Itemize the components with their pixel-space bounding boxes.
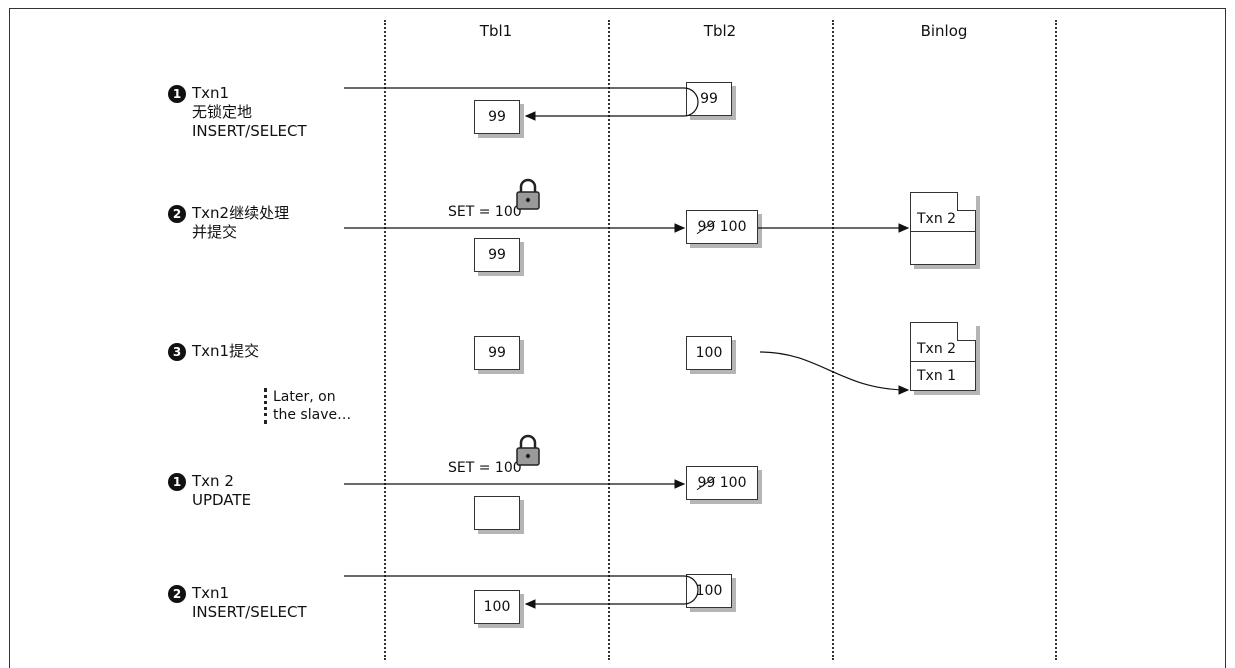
tbl1-value-box-empty	[474, 496, 520, 530]
tbl1-value-box: 99	[474, 238, 520, 272]
binlog-document: Txn 2	[910, 191, 976, 265]
set-label: SET = 100	[448, 204, 522, 220]
tbl2-value-box: 100	[686, 336, 732, 370]
column-header-tbl1: Tbl1	[479, 22, 513, 40]
column-separator	[1055, 20, 1057, 660]
diagram-frame	[9, 8, 1226, 668]
old-value-struck: 99	[697, 467, 715, 499]
step-number-badge: 2	[168, 584, 186, 603]
new-value: 100	[719, 219, 747, 235]
step-number-badge: 1	[168, 472, 186, 491]
page-fold	[957, 321, 976, 341]
column-header-binlog: Binlog	[920, 22, 968, 40]
binlog-entry: Txn 1	[911, 361, 975, 390]
binlog-entry	[911, 231, 975, 264]
tbl2-value-box: 100	[686, 574, 732, 608]
column-separator	[608, 20, 610, 660]
column-header-tbl2: Tbl2	[703, 22, 737, 40]
tbl2-value-box: 99	[686, 82, 732, 116]
tbl2-value-box-updated: 99 100	[686, 466, 758, 500]
new-value: 100	[719, 475, 747, 491]
column-separator	[384, 20, 386, 660]
binlog-entry: Txn 2	[917, 341, 957, 357]
column-separator	[832, 20, 834, 660]
tbl1-value-box: 99	[474, 336, 520, 370]
old-value-struck: 99	[697, 211, 715, 243]
binlog-entry: Txn 2	[917, 211, 957, 227]
tbl1-value-box: 99	[474, 100, 520, 134]
step-number-badge: 3	[168, 342, 186, 361]
step-number-badge: 2	[168, 204, 186, 223]
tbl2-value-box-updated: 99 100	[686, 210, 758, 244]
set-label: SET = 100	[448, 460, 522, 476]
page-fold	[957, 191, 976, 211]
step-number-badge: 1	[168, 84, 186, 103]
binlog-document: Txn 2 Txn 1	[910, 321, 976, 391]
tbl1-value-box: 100	[474, 590, 520, 624]
